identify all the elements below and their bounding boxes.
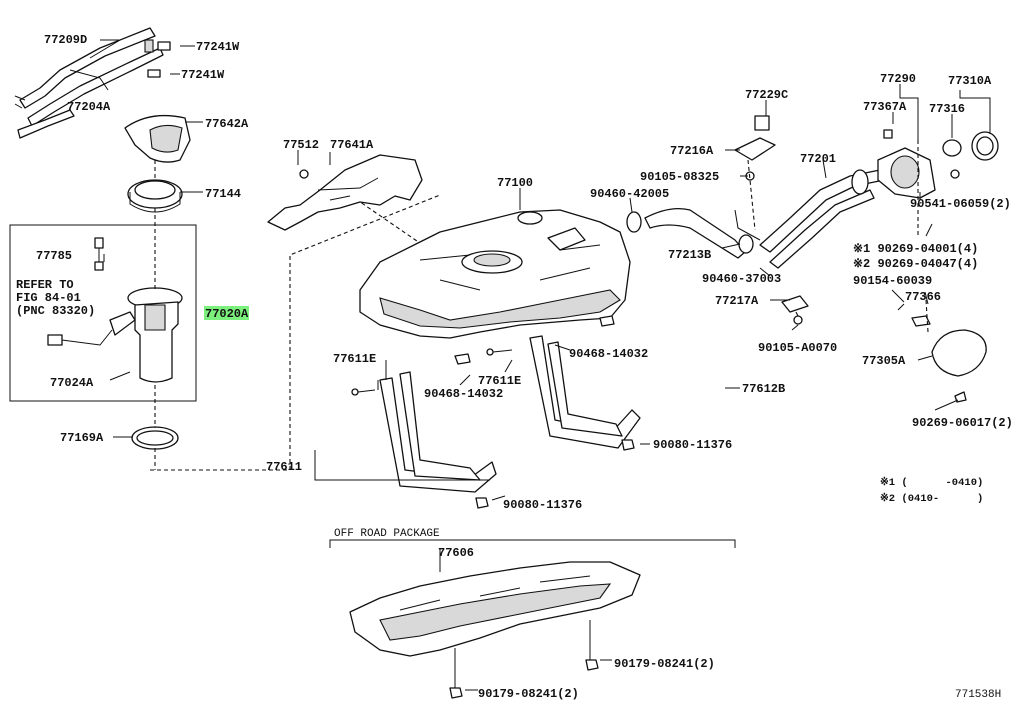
label-90269-04047: ※2 90269-04047(4) bbox=[853, 257, 978, 271]
heat-protector-77641a bbox=[267, 154, 423, 231]
note-1: ※1 ( -0410) bbox=[880, 476, 983, 489]
label-77217a: 77217A bbox=[715, 294, 759, 308]
note-2: ※2 (0410- ) bbox=[880, 492, 983, 505]
label-77100: 77100 bbox=[497, 176, 533, 190]
label-77204a: 77204A bbox=[67, 100, 111, 114]
bracket-77216a bbox=[734, 115, 776, 181]
label-90080-11376-1: 90080-11376 bbox=[653, 438, 732, 452]
label-77612b: 77612B bbox=[742, 382, 785, 396]
label-90105-a0070: 90105-A0070 bbox=[758, 341, 837, 355]
label-90154-60039: 90154-60039 bbox=[853, 274, 932, 288]
label-77642a: 77642A bbox=[205, 117, 249, 131]
label-77611e-1: 77611E bbox=[333, 352, 376, 366]
label-77213b: 77213B bbox=[668, 248, 711, 262]
fuel-hose-77213b bbox=[626, 207, 754, 259]
label-77020a-suffix: A bbox=[241, 307, 249, 321]
label-90541-06059: 90541-06059(2) bbox=[910, 197, 1011, 211]
refer-line-2: FIG 84-01 bbox=[16, 291, 81, 305]
label-77241w-2: 77241W bbox=[181, 68, 225, 82]
label-77316: 77316 bbox=[929, 102, 965, 116]
label-77366: 77366 bbox=[905, 290, 941, 304]
label-77606: 77606 bbox=[438, 546, 474, 560]
filler-neck-77290 bbox=[877, 129, 936, 199]
label-77229c: 77229C bbox=[745, 88, 788, 102]
label-90460-37003: 90460-37003 bbox=[702, 272, 781, 286]
refer-line-3: (PNC 83320) bbox=[16, 304, 95, 318]
label-77216a: 77216A bbox=[670, 144, 714, 158]
label-77241w-1: 77241W bbox=[196, 40, 240, 54]
label-77144: 77144 bbox=[205, 187, 241, 201]
label-90269-04001: ※1 90269-04001(4) bbox=[853, 242, 978, 256]
label-77310a: 77310A bbox=[948, 74, 992, 88]
gasket-77169a bbox=[131, 426, 179, 450]
tank-strap-77611 bbox=[351, 371, 497, 493]
label-77209d: 77209D bbox=[44, 33, 87, 47]
label-77611: 77611 bbox=[266, 460, 302, 474]
tank-strap-77612b bbox=[486, 335, 641, 449]
skid-plate-77606 bbox=[349, 561, 641, 699]
fuel-pump-assembly bbox=[47, 287, 183, 383]
label-77641a: 77641A bbox=[330, 138, 374, 152]
label-77785: 77785 bbox=[36, 249, 72, 263]
filler-pipe-77201 bbox=[734, 169, 885, 269]
fuel-cap-77310a bbox=[942, 131, 999, 179]
label-77367a: 77367A bbox=[863, 100, 907, 114]
fuel-tank-77100 bbox=[359, 209, 631, 339]
figure-code: 771538H bbox=[955, 689, 1001, 701]
label-77020a[interactable]: 77020A bbox=[205, 307, 249, 321]
label-77020a-number: 77020 bbox=[205, 307, 241, 321]
label-77169a: 77169A bbox=[60, 431, 104, 445]
nut-90080 bbox=[475, 439, 635, 509]
clip-77241w bbox=[144, 39, 171, 78]
label-90179-08241-2: 90179-08241(2) bbox=[478, 687, 579, 701]
label-90105-08325: 90105-08325 bbox=[640, 170, 719, 184]
label-90179-08241-1: 90179-08241(2) bbox=[614, 657, 715, 671]
label-77512: 77512 bbox=[283, 138, 319, 152]
retainer-ring bbox=[127, 179, 183, 213]
label-77305a: 77305A bbox=[862, 354, 906, 368]
pump-cover bbox=[124, 114, 191, 163]
highlight-77020a bbox=[204, 306, 249, 320]
label-90468-14032-1: 90468-14032 bbox=[424, 387, 503, 401]
label-77290: 77290 bbox=[880, 72, 916, 86]
off-road-bracket bbox=[329, 539, 736, 548]
fuel-line-assembly bbox=[14, 27, 164, 139]
label-90080-11376-2: 90080-11376 bbox=[503, 498, 582, 512]
bolt-90468 bbox=[454, 315, 615, 365]
label-90460-42005: 90460-42005 bbox=[590, 187, 669, 201]
label-90269-06017: 90269-06017(2) bbox=[912, 416, 1013, 430]
fuel-lid-77305a bbox=[897, 223, 987, 403]
label-77201: 77201 bbox=[800, 152, 836, 166]
refer-line-1: REFER TO bbox=[16, 278, 74, 292]
label-77024a: 77024A bbox=[50, 376, 94, 390]
sender-gauge bbox=[94, 237, 104, 271]
label-90468-14032-2: 90468-14032 bbox=[569, 347, 648, 361]
label-77611e-2: 77611E bbox=[478, 374, 521, 388]
off-road-package-label: OFF ROAD PACKAGE bbox=[334, 528, 440, 540]
pump-group-box bbox=[9, 224, 197, 402]
